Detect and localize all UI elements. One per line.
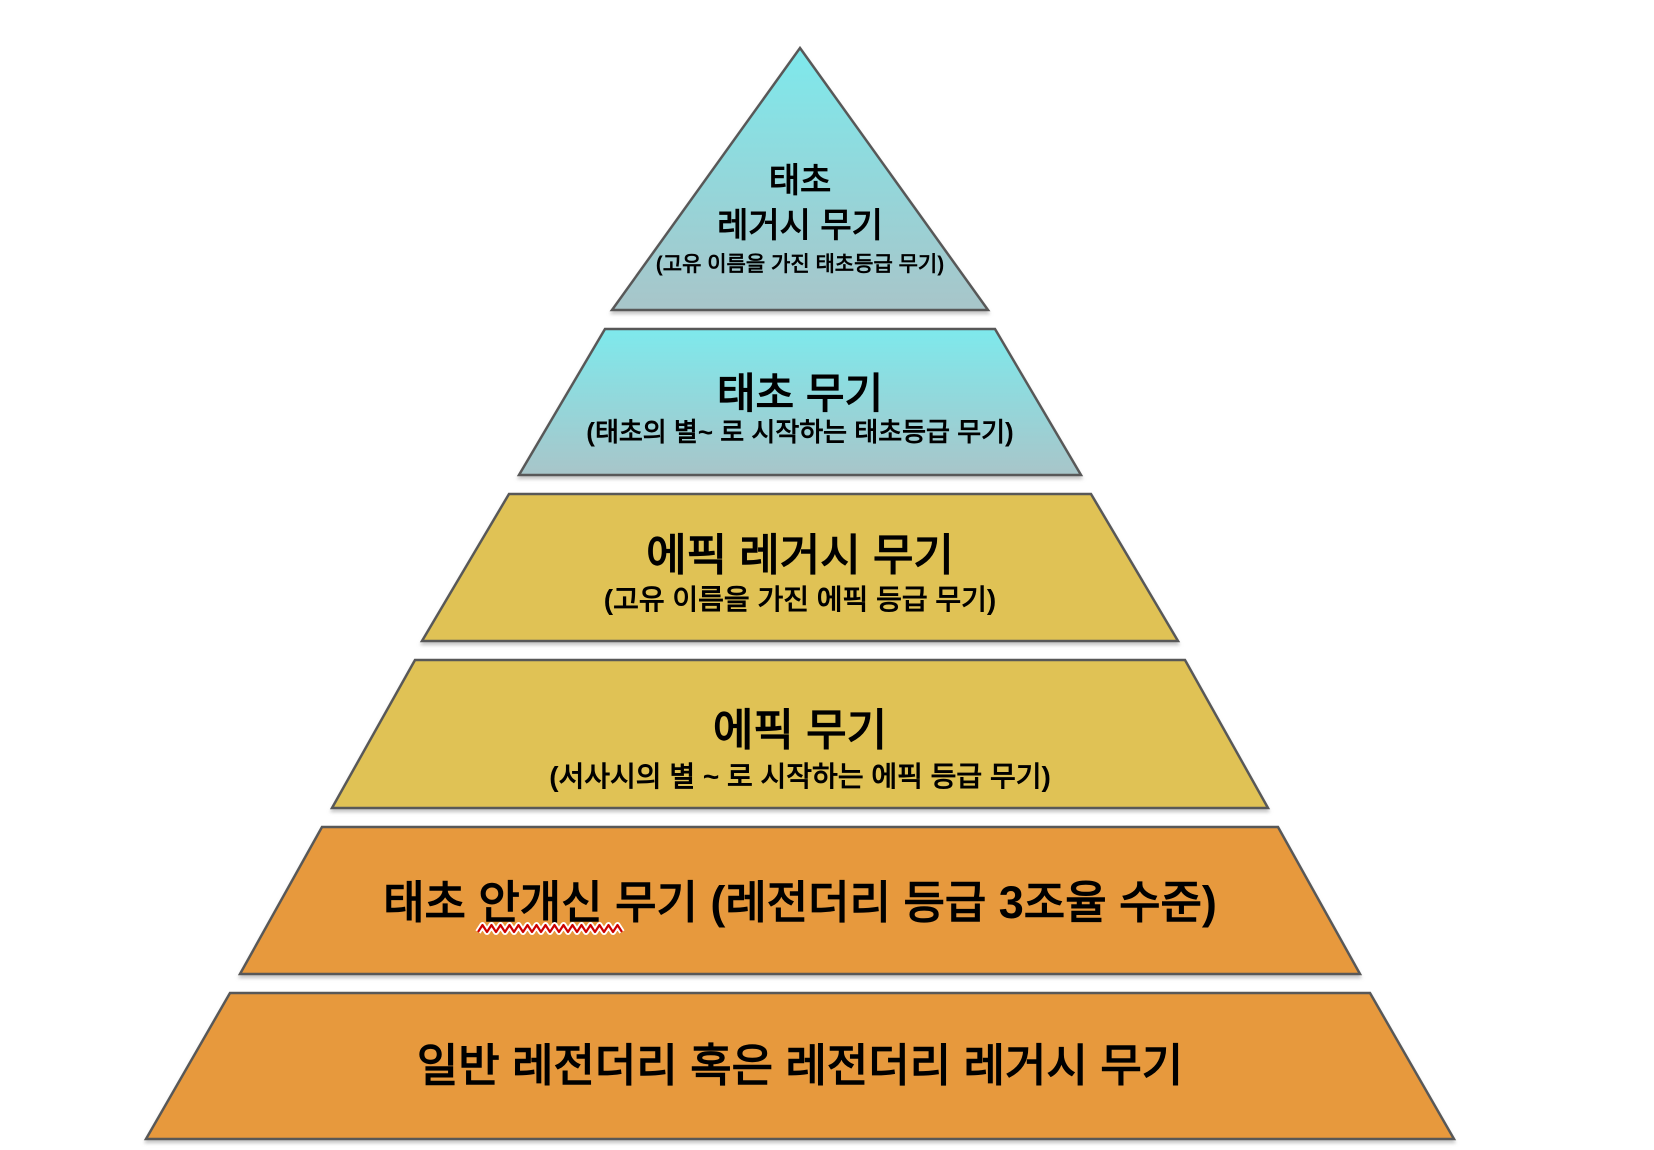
level-3-title: 에픽 레거시 무기 <box>646 531 954 580</box>
pyramid-level-4: 에픽 무기 (서사시의 별 ~ 로 시작하는 에픽 등급 무기) <box>329 658 1271 810</box>
level-1-title-line2: 레거시 무기 <box>717 207 883 245</box>
level-1-title-line1: 태초 <box>769 162 832 200</box>
level-4-title: 에픽 무기 <box>713 706 887 755</box>
level-2-title: 태초 무기 <box>717 370 883 417</box>
level-3-subtitle: (고유 이름을 가진 에픽 등급 무기) <box>604 584 996 615</box>
level-6-shape <box>143 991 1457 1141</box>
level-2-subtitle: (태초의 별~ 로 시작하는 태초등급 무기) <box>586 417 1013 447</box>
level-4-shape <box>329 658 1271 810</box>
level-4-subtitle: (서사시의 별 ~ 로 시작하는 에픽 등급 무기) <box>549 761 1051 792</box>
level-5-title: 태초 안개신 무기 (레전더리 등급 3조율 수준) <box>383 877 1217 928</box>
level-1-subtitle: (고유 이름을 가진 태초등급 무기) <box>656 253 944 276</box>
level-6-title: 일반 레전더리 혹은 레전더리 레거시 무기 <box>417 1040 1183 1091</box>
pyramid-level-2: 태초 무기 (태초의 별~ 로 시작하는 태초등급 무기) <box>516 327 1084 477</box>
pyramid-level-3: 에픽 레거시 무기 (고유 이름을 가진 에픽 등급 무기) <box>419 492 1181 643</box>
pyramid-level-5: 태초 안개신 무기 (레전더리 등급 3조율 수준) <box>237 825 1363 976</box>
spellcheck-squiggle-icon <box>477 923 623 934</box>
level-2-shape <box>516 327 1084 477</box>
pyramid-level-1: 태초 레거시 무기 (고유 이름을 가진 태초등급 무기) <box>609 45 991 312</box>
pyramid-level-6: 일반 레전더리 혹은 레전더리 레거시 무기 <box>143 991 1457 1141</box>
level-5-shape <box>237 825 1363 976</box>
level-3-shape <box>419 492 1181 643</box>
level-1-shape <box>609 45 991 312</box>
